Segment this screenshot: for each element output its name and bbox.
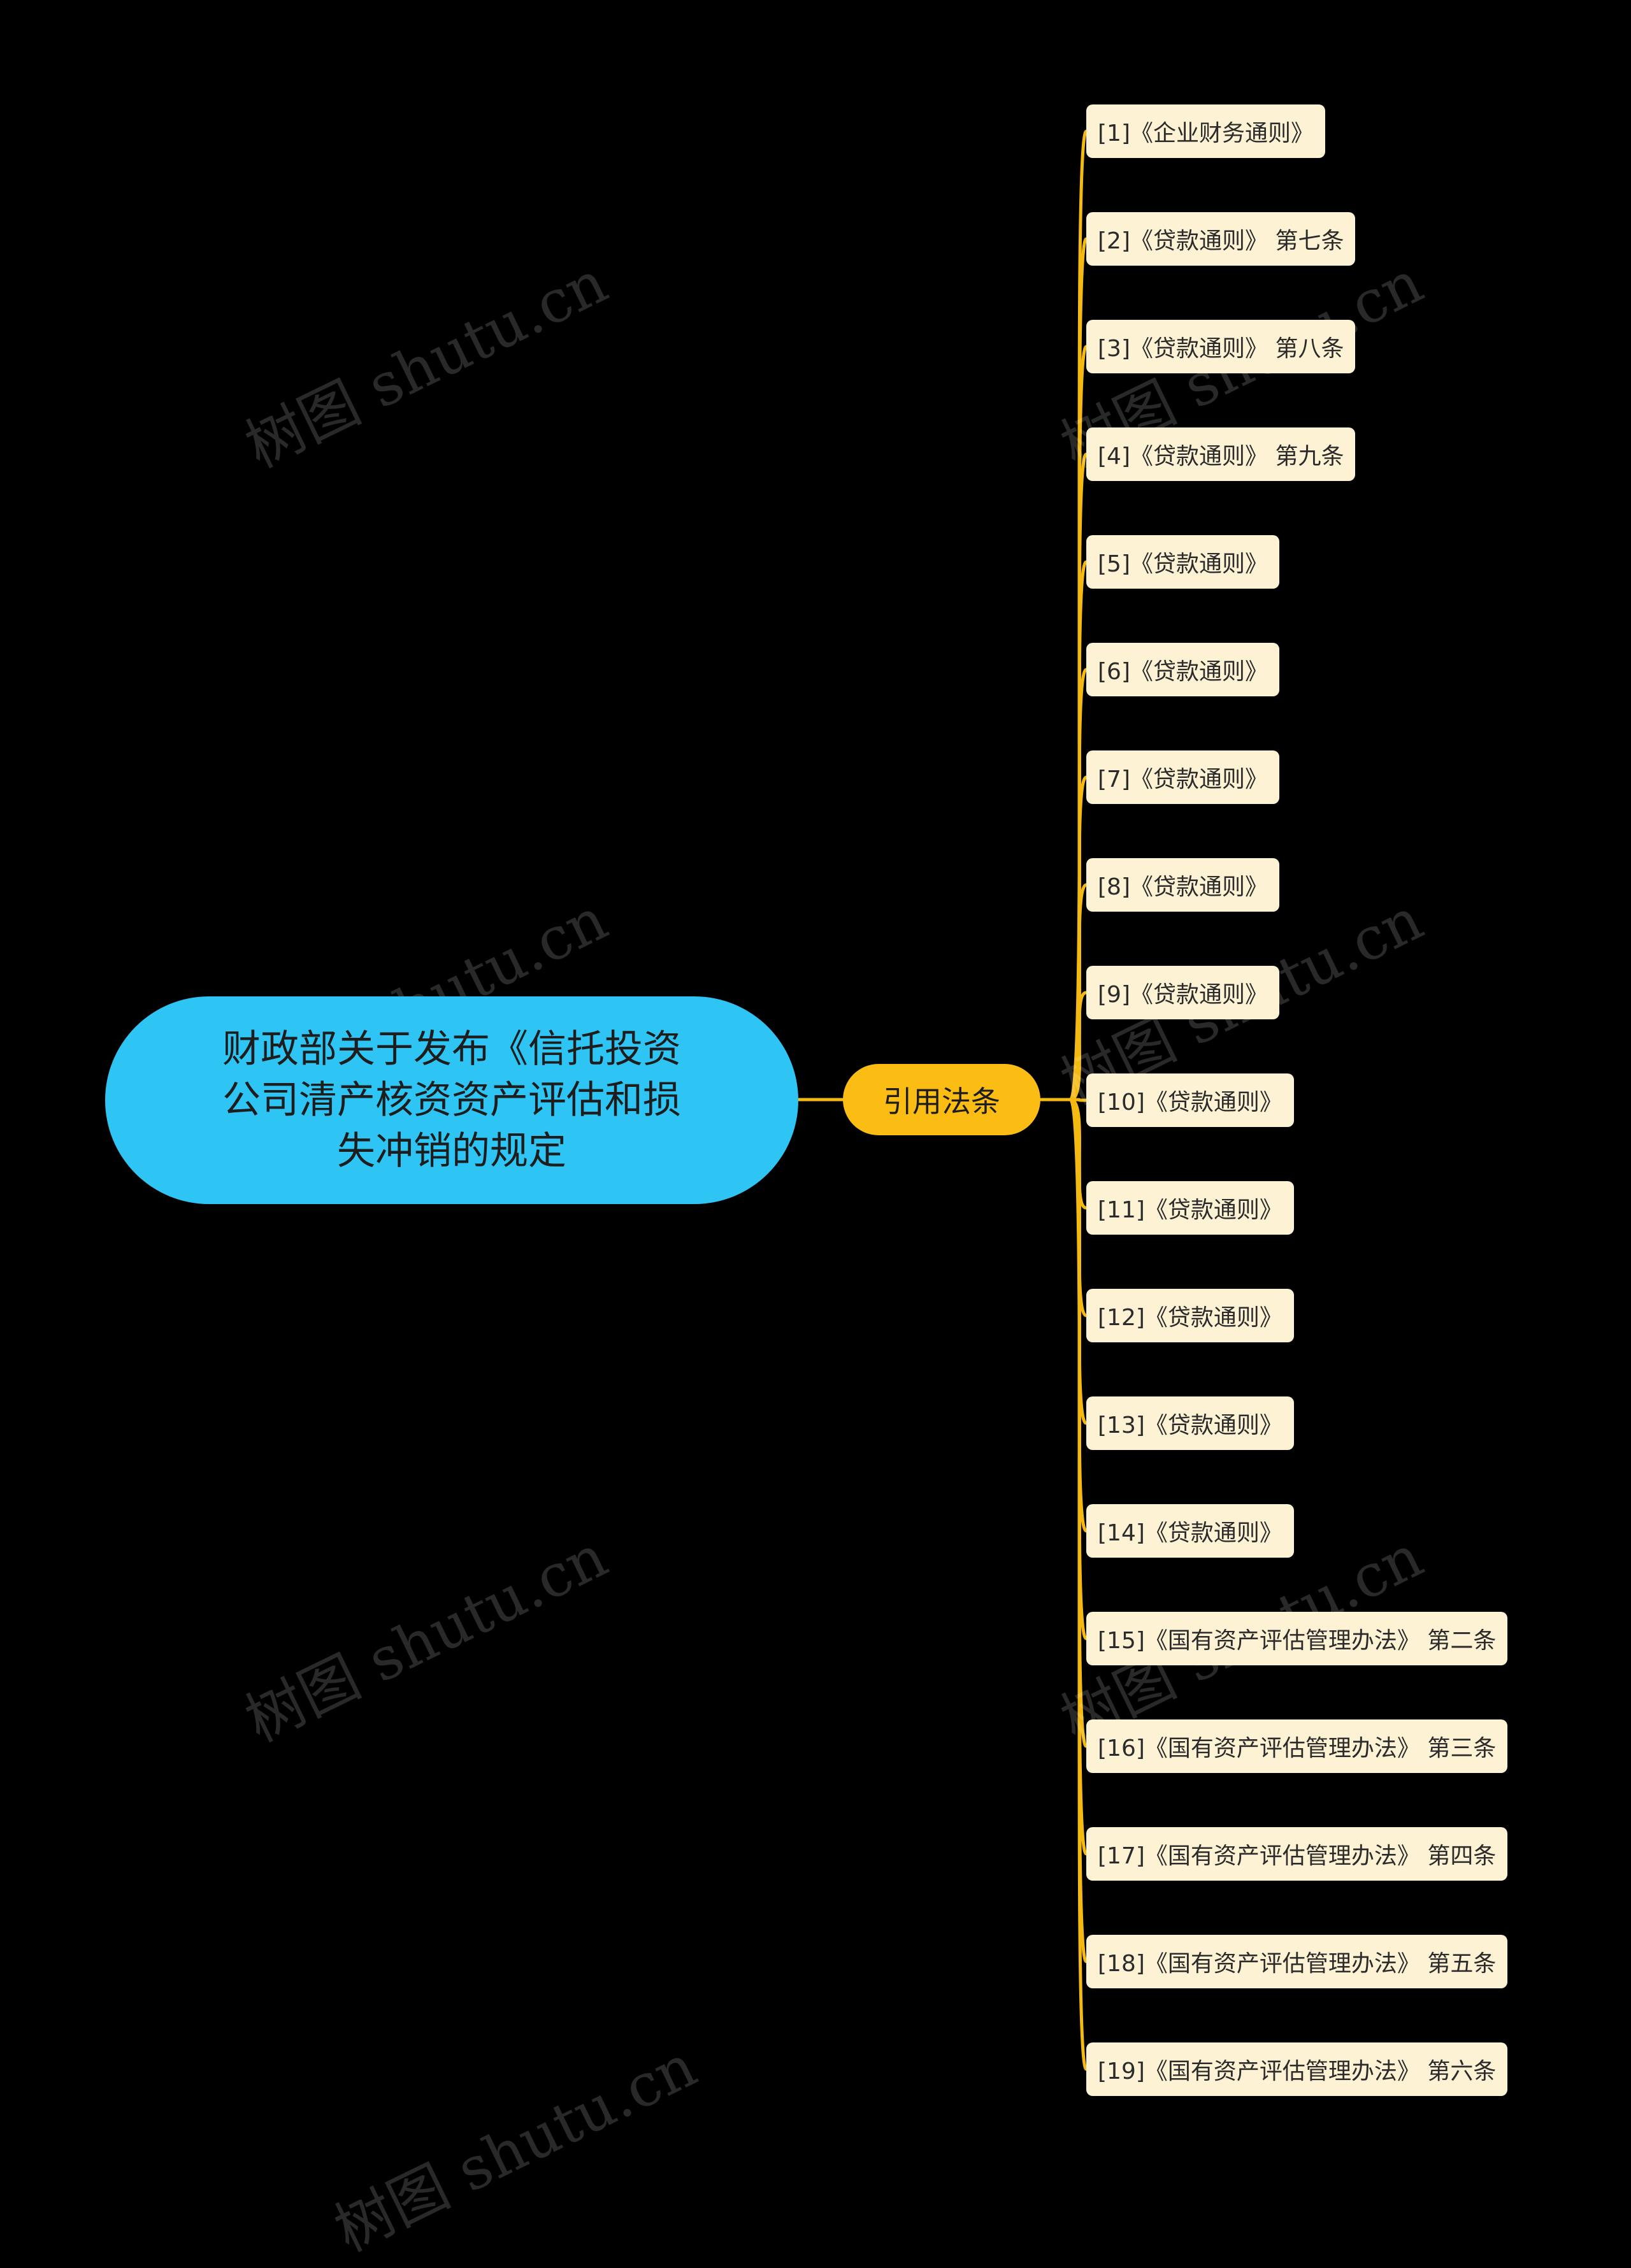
branch-to-leaf-connector <box>1068 991 1088 1102</box>
branch-node-citations[interactable]: 引用法条 <box>843 1064 1040 1135</box>
leaf-node[interactable]: [10]《贷款通则》 <box>1086 1073 1294 1127</box>
leaf-node[interactable]: [3]《贷款通则》 第八条 <box>1086 320 1356 373</box>
leaf-node[interactable]: [7]《贷款通则》 <box>1086 750 1279 804</box>
leaf-node[interactable]: [17]《国有资产评估管理办法》 第四条 <box>1086 1827 1508 1881</box>
leaf-node[interactable]: [14]《贷款通则》 <box>1086 1504 1294 1558</box>
leaf-node[interactable]: [9]《贷款通则》 <box>1086 966 1279 1019</box>
branch-to-leaf-connector <box>1068 883 1088 1102</box>
leaf-node[interactable]: [12]《贷款通则》 <box>1086 1289 1294 1342</box>
leaf-node[interactable]: [11]《贷款通则》 <box>1086 1181 1294 1235</box>
connector-layer <box>796 129 1088 2071</box>
leaf-node[interactable]: [1]《企业财务通则》 <box>1086 104 1325 158</box>
branch-node-label: 引用法条 <box>883 1084 1000 1119</box>
leaf-node[interactable]: [13]《贷款通则》 <box>1086 1396 1294 1450</box>
leaf-node[interactable]: [15]《国有资产评估管理办法》 第二条 <box>1086 1612 1508 1665</box>
leaf-node[interactable]: [4]《贷款通则》 第九条 <box>1086 427 1356 481</box>
leaf-node[interactable]: [8]《贷款通则》 <box>1086 858 1279 912</box>
leaf-node[interactable]: [18]《国有资产评估管理办法》 第五条 <box>1086 1935 1508 1988</box>
root-topic-node[interactable]: 财政部关于发布《信托投资公司清产核资资产评估和损失冲销的规定 <box>105 996 798 1204</box>
leaf-node[interactable]: [5]《贷款通则》 <box>1086 535 1279 589</box>
branch-to-leaf-connector <box>1068 1098 1088 2071</box>
leaf-node[interactable]: [2]《贷款通则》 第七条 <box>1086 212 1356 266</box>
root-topic-label: 财政部关于发布《信托投资公司清产核资资产评估和损失冲销的规定 <box>222 1027 681 1173</box>
leaf-node[interactable]: [6]《贷款通则》 <box>1086 643 1279 696</box>
leaf-node[interactable]: [19]《国有资产评估管理办法》 第六条 <box>1086 2042 1508 2096</box>
leaf-node[interactable]: [16]《国有资产评估管理办法》 第三条 <box>1086 1719 1508 1773</box>
